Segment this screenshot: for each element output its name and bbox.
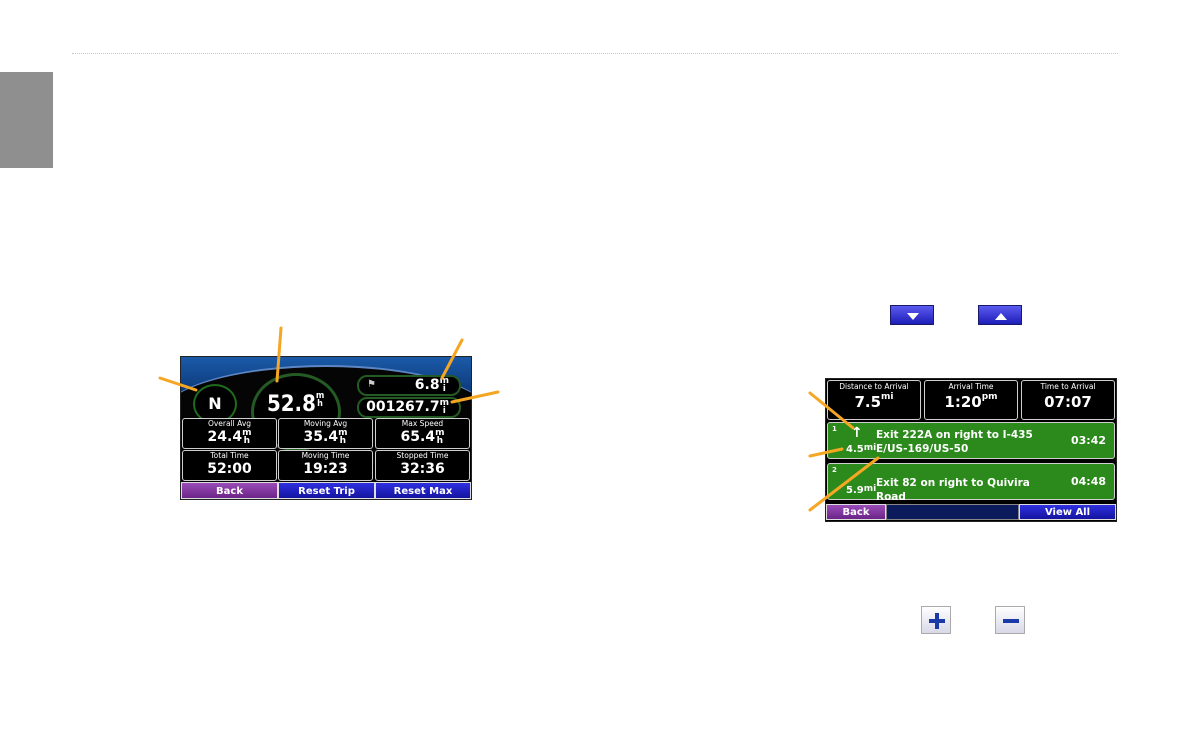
scroll-up-button[interactable] [978, 305, 1022, 325]
route-row[interactable]: 1 ↑ 4.5mi Exit 222A on right to I-435 E/… [827, 422, 1115, 459]
arrival-time[interactable]: Arrival Time 1:20pm [924, 380, 1018, 420]
empty-button-bar [886, 504, 1019, 520]
header-rule [72, 53, 1118, 54]
scroll-down-button[interactable] [890, 305, 934, 325]
back-button[interactable]: Back [181, 482, 278, 499]
moving-time-cell[interactable]: Moving Time 19:23 [278, 450, 373, 481]
arrow-straight-icon: ↑ [851, 425, 863, 441]
time-to-arrival[interactable]: Time to Arrival 07:07 [1021, 380, 1115, 420]
reset-max-button[interactable]: Reset Max [375, 482, 471, 499]
arrow-down-icon [907, 313, 919, 320]
arrow-up-icon [995, 313, 1007, 320]
flag-icon: ⚑ [367, 379, 376, 390]
distance-to-arrival[interactable]: Distance to Arrival 7.5mi [827, 380, 921, 420]
reset-trip-button[interactable]: Reset Trip [278, 482, 375, 499]
section-tab [0, 72, 53, 168]
speed-value: 52.8 [267, 392, 316, 417]
stopped-time-cell[interactable]: Stopped Time 32:36 [375, 450, 470, 481]
route-row[interactable]: 2 5.9mi Exit 82 on right to Quivira Road… [827, 463, 1115, 503]
zoom-in-button[interactable] [921, 606, 951, 634]
back-button[interactable]: Back [826, 504, 886, 520]
view-all-button[interactable]: View All [1019, 504, 1116, 520]
minus-icon [1003, 619, 1019, 623]
route-list-screen: Distance to Arrival 7.5mi Arrival Time 1… [825, 378, 1117, 522]
zoom-out-button[interactable] [995, 606, 1025, 634]
compass[interactable]: N [193, 384, 237, 424]
total-time-cell[interactable]: Total Time 52:00 [182, 450, 277, 481]
plus-icon [929, 613, 945, 629]
